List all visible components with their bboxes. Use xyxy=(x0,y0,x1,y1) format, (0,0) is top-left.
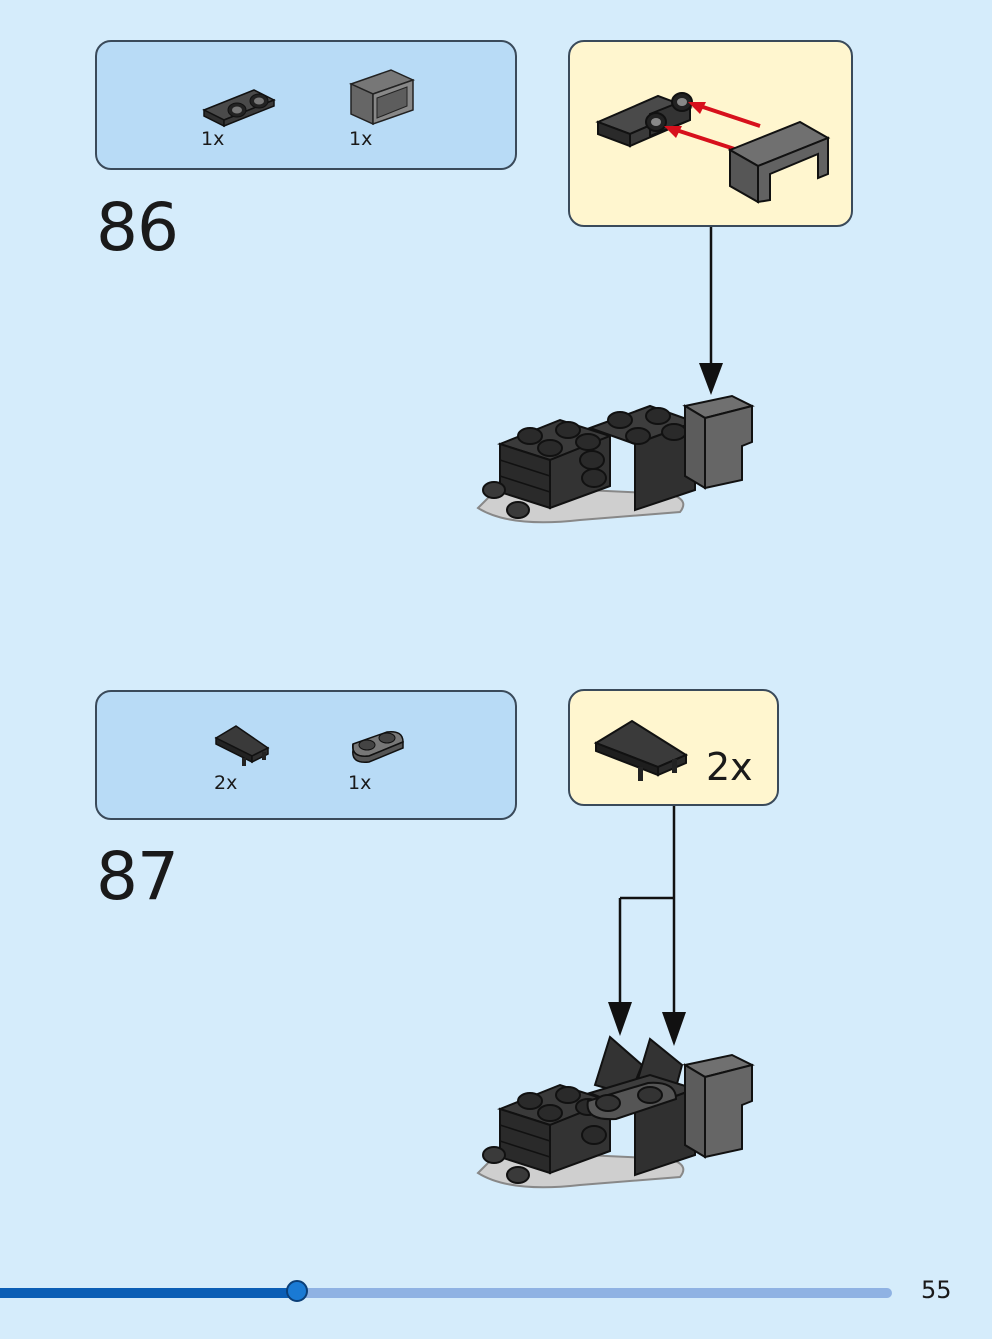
step-number: 86 xyxy=(96,189,179,266)
part-qty: 1x xyxy=(349,128,373,150)
progress-fill xyxy=(0,1288,297,1298)
step-number: 87 xyxy=(96,838,179,915)
callout-connector-arrow xyxy=(608,806,686,1046)
wedge-slope-icon xyxy=(593,719,689,781)
bracket-assembly-icon xyxy=(595,92,831,204)
plate-1x2-rounded-icon xyxy=(352,730,404,763)
model-assembly-step-87 xyxy=(476,1035,755,1189)
part-qty: 1x xyxy=(201,128,225,150)
sub-assembly-callout-step-87: 2x xyxy=(568,689,779,806)
progress-bar xyxy=(0,1280,892,1302)
part-qty: 2x xyxy=(214,772,238,794)
bracket-plate-1x2-icon xyxy=(202,89,276,128)
panel-corner-icon xyxy=(348,69,416,126)
part-qty: 1x xyxy=(348,772,372,794)
progress-marker xyxy=(286,1280,308,1302)
wedge-slope-icon xyxy=(214,725,270,766)
page-number: 55 xyxy=(921,1276,952,1304)
callout-qty: 2x xyxy=(706,745,753,789)
model-assembly-step-86 xyxy=(476,394,755,524)
parts-list-step-86: 1x 1x xyxy=(95,40,517,170)
parts-list-step-87: 2x 1x xyxy=(95,690,517,820)
sub-assembly-callout-step-86 xyxy=(568,40,853,227)
callout-connector-arrow xyxy=(699,227,723,395)
progress-track xyxy=(0,1288,892,1298)
